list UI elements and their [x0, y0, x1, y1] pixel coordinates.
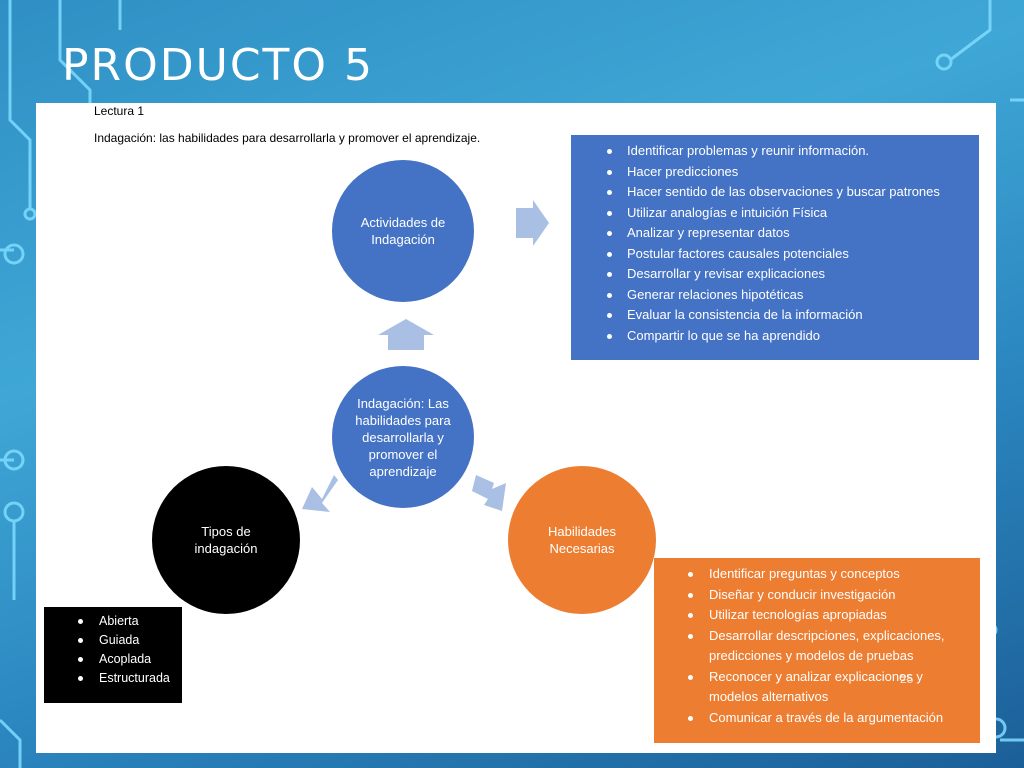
- arrow-right: [516, 200, 549, 246]
- slide-title: PRODUCTO 5: [62, 40, 375, 91]
- skills-circle-label: Habilidades Necesarias: [548, 524, 616, 556]
- activities-box: Identificar problemas y reunir informaci…: [571, 135, 979, 360]
- diagram-arrows: [302, 200, 549, 512]
- arrow-down-left: [302, 475, 338, 512]
- document-page: Lectura 1 Indagación: las habilidades pa…: [36, 103, 996, 753]
- list-item: Hacer sentido de las observaciones y bus…: [593, 182, 967, 203]
- list-item: Desarrollar y revisar explicaciones: [593, 264, 967, 285]
- list-item: Comunicar a través de la argumentación: [672, 708, 972, 729]
- page-number: 25: [900, 672, 914, 686]
- list-item: Identificar preguntas y conceptos: [672, 564, 972, 585]
- list-item: Analizar y representar datos: [593, 223, 967, 244]
- activities-circle: Actividades de Indagación: [332, 160, 474, 302]
- arrow-down-right: [472, 475, 506, 511]
- list-item: Generar relaciones hipotéticas: [593, 285, 967, 306]
- list-item: Utilizar analogías e intuición Física: [593, 203, 967, 224]
- center-circle-label: Indagación: Las habilidades para desarro…: [355, 395, 451, 479]
- arrow-up: [378, 319, 434, 350]
- document-subtitle: Indagación: las habilidades para desarro…: [94, 131, 481, 145]
- list-item: Guiada: [62, 631, 176, 650]
- list-item: Abierta: [62, 612, 176, 631]
- list-item: Hacer predicciones: [593, 162, 967, 183]
- list-item: Acoplada: [62, 650, 176, 669]
- types-box: Abierta Guiada Acoplada Estructurada: [44, 607, 182, 703]
- types-circle-label: Tipos de indagación: [194, 524, 258, 556]
- types-circle: Tipos de indagación: [152, 466, 300, 614]
- list-item: Desarrollar descripciones, explicaciones…: [672, 626, 972, 667]
- list-item: Evaluar la consistencia de la informació…: [593, 305, 967, 326]
- skills-circle: Habilidades Necesarias: [508, 466, 656, 614]
- list-item: Estructurada: [62, 669, 176, 688]
- list-item: Reconocer y analizar explicaciones y mod…: [672, 667, 972, 708]
- list-item: Identificar problemas y reunir informaci…: [593, 141, 967, 162]
- list-item: Postular factores causales potenciales: [593, 244, 967, 265]
- list-item: Compartir lo que se ha aprendido: [593, 326, 967, 347]
- skills-box: Identificar preguntas y conceptos Diseña…: [654, 558, 980, 743]
- list-item: Utilizar tecnologías apropiadas: [672, 605, 972, 626]
- center-circle: Indagación: Las habilidades para desarro…: [332, 366, 474, 508]
- list-item: Diseñar y conducir investigación: [672, 585, 972, 606]
- activities-circle-label: Actividades de Indagación: [360, 215, 446, 247]
- lecture-label: Lectura 1: [94, 104, 145, 118]
